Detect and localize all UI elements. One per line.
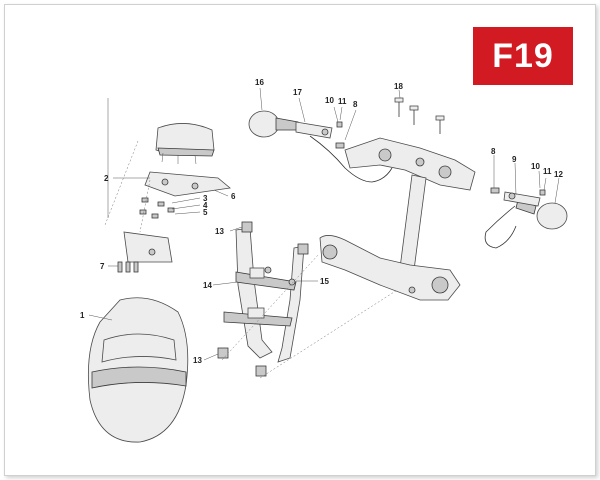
right-turn-indicator[interactable]	[515, 199, 568, 230]
left-indicator-bracket[interactable]	[295, 121, 333, 139]
callout-9: 9	[512, 155, 517, 164]
callout-1: 1	[80, 311, 85, 320]
leader-lines	[88, 87, 560, 361]
right-indicator-wire	[484, 205, 517, 249]
callout-14: 14	[203, 281, 212, 290]
callout-10-right: 10	[531, 162, 540, 171]
bolt-11-right[interactable]	[539, 189, 546, 196]
callout-7: 7	[100, 262, 105, 271]
callout-15: 15	[320, 277, 329, 286]
callout-8-right: 8	[491, 147, 496, 156]
steering-stem[interactable]	[399, 174, 427, 271]
callout-4: 4	[203, 201, 208, 210]
callout-10-left: 10	[325, 96, 334, 105]
headlight-mount-bracket[interactable]	[223, 227, 305, 363]
callout-13-top: 13	[215, 227, 224, 236]
mount-bolts[interactable]	[217, 221, 309, 377]
callout-5: 5	[203, 208, 208, 217]
instrument-bracket[interactable]	[144, 171, 231, 197]
callout-3: 3	[203, 194, 208, 203]
left-indicator-wire	[309, 135, 393, 183]
callout-11-left: 11	[338, 97, 347, 106]
callout-17: 17	[293, 88, 302, 97]
callout-6: 6	[231, 192, 236, 201]
callout-8-left: 8	[353, 100, 358, 109]
instrument-cluster[interactable]	[155, 123, 215, 165]
bolt-8-left[interactable]	[335, 142, 345, 149]
cover-screws[interactable]	[117, 261, 139, 273]
callout-labels: 1 2 3 4 5 6 7 8 8 9 10 10 11 11 12 13 13…	[80, 78, 563, 365]
cluster-cover[interactable]	[123, 231, 173, 263]
callout-18: 18	[394, 82, 403, 91]
bolt-11-left[interactable]	[336, 121, 343, 128]
bolt-8-right[interactable]	[490, 187, 500, 194]
cluster-screws[interactable]	[139, 197, 175, 219]
callout-2: 2	[104, 174, 109, 183]
lower-triple-clamp[interactable]	[319, 235, 461, 301]
yoke-bolts[interactable]	[394, 97, 445, 134]
upper-triple-clamp[interactable]	[344, 137, 476, 191]
callout-11-right: 11	[543, 167, 552, 176]
callout-13-bottom: 13	[193, 356, 202, 365]
right-indicator-bracket[interactable]	[503, 191, 541, 207]
left-turn-indicator[interactable]	[248, 110, 299, 138]
callout-16: 16	[255, 78, 264, 87]
callout-12: 12	[554, 170, 563, 179]
section-badge: F19	[473, 27, 573, 85]
headlight[interactable]	[87, 297, 189, 443]
